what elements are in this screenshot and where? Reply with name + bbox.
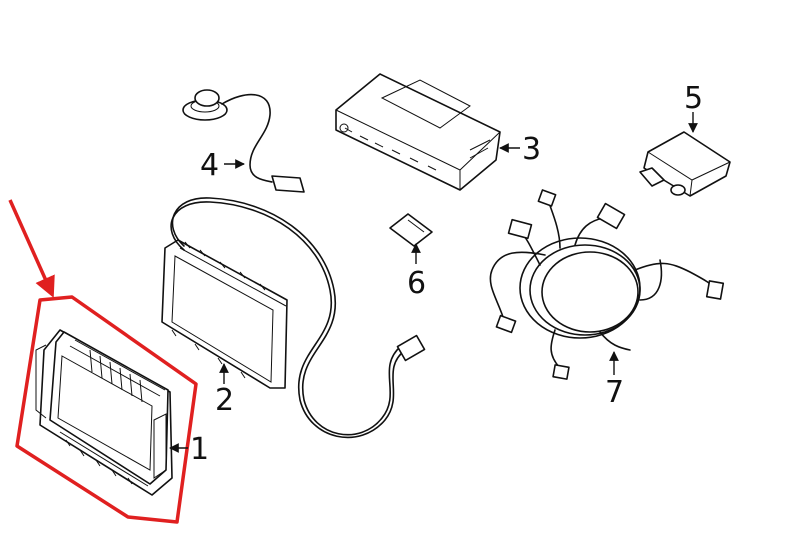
part-6-pad[interactable] [389, 213, 433, 247]
callout-5-label: 5 [684, 81, 703, 116]
display-cable[interactable] [170, 197, 426, 439]
callout-1: 1 [169, 432, 209, 467]
part-7-harness[interactable] [489, 189, 725, 380]
callout-5: 5 [684, 81, 703, 133]
part-3-unit[interactable] [335, 73, 501, 191]
callout-3: 3 [499, 132, 541, 167]
callout-6: 6 [407, 243, 426, 301]
callout-1-label: 1 [190, 432, 209, 467]
part-4-antenna[interactable] [182, 89, 305, 193]
highlight-arrow [8, 199, 55, 298]
callout-6-label: 6 [407, 266, 426, 301]
highlight-outline [8, 199, 198, 524]
callout-3-label: 3 [522, 132, 541, 167]
callout-4-label: 4 [200, 148, 219, 183]
callout-2-label: 2 [215, 383, 234, 418]
callout-7: 7 [605, 351, 624, 410]
part-1-module[interactable] [35, 329, 173, 496]
part-5-module[interactable] [639, 131, 731, 197]
callout-7-label: 7 [605, 375, 624, 410]
callout-2: 2 [215, 363, 234, 418]
callout-4: 4 [200, 148, 245, 183]
part-2-display[interactable] [161, 239, 288, 389]
